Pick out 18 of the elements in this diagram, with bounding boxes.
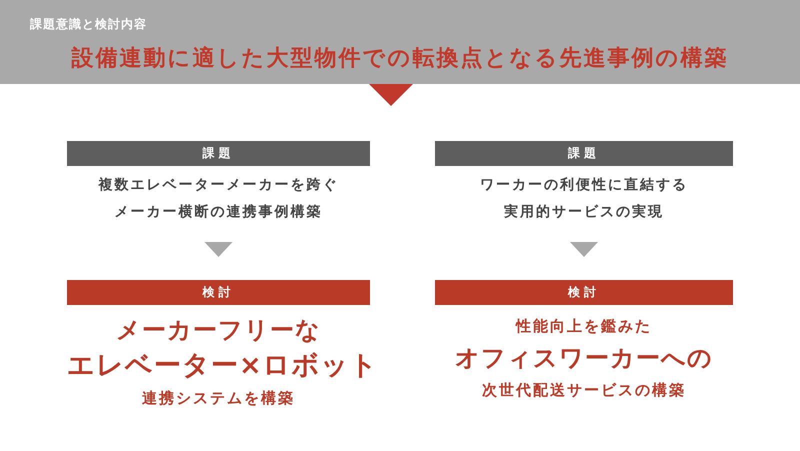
result-text: メーカーフリーな <box>116 315 321 346</box>
arrow <box>369 84 413 106</box>
arrow <box>570 242 598 257</box>
issue-header-bar: 課題 <box>435 141 733 166</box>
result-text: 次世代配送サービスの構築 <box>482 380 686 401</box>
result-text: エレベーター×ロボット <box>67 349 379 383</box>
result-text: 連携システムを構築 <box>142 388 295 409</box>
issue-text: ワーカーの利便性に直結する実用的サービスの実現 <box>480 176 688 222</box>
headline: 設備連動に適した大型物件での転換点となる先進事例の構築 <box>70 44 730 73</box>
result-text: 性能向上を鑑みた <box>516 316 652 337</box>
study-header-bar: 検討 <box>67 280 370 305</box>
result-text: オフィスワーカーへの <box>455 343 713 374</box>
arrow <box>204 242 232 257</box>
study-header-bar: 検討 <box>435 280 733 305</box>
section-label: 課題意識と検討内容 <box>30 16 147 33</box>
header-band <box>0 0 800 84</box>
issue-header-bar: 課題 <box>67 141 370 166</box>
issue-text: 複数エレベーターメーカーを跨ぐメーカー横断の連携事例構築 <box>98 176 338 222</box>
